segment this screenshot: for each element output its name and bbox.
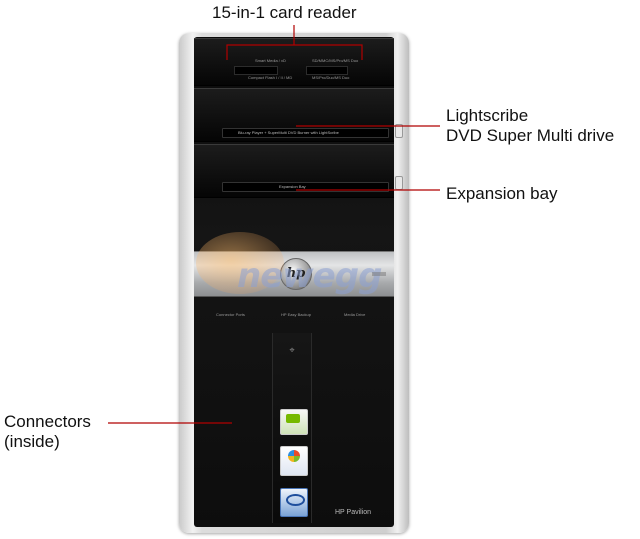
expansion-bay-callout: Expansion bay (446, 184, 558, 203)
connectors-callout: Connectors (inside) (4, 412, 91, 452)
dvd-drive-label: Blu-ray Player + SuperMulti DVD Burner w… (238, 130, 339, 135)
hp-logo: hp (280, 258, 312, 290)
lightscribe-callout-line1: Lightscribe (446, 106, 529, 125)
lightscribe-callout-line2: DVD Super Multi drive (446, 126, 615, 145)
connector-ports-label: Connector Ports (216, 312, 245, 317)
watermark-dash (372, 272, 386, 276)
lightscribe-callout: Lightscribe DVD Super Multi drive (446, 106, 614, 146)
intel-badge-icon (280, 488, 308, 517)
brand-label: HP Pavilion (335, 509, 372, 516)
card-reader-text-left: Smart Media / xD (255, 58, 286, 63)
card-slot-right (306, 66, 348, 75)
dvd-eject-button (395, 124, 403, 138)
connectors-callout-line2: (inside) (4, 432, 60, 451)
windows-badge-icon (280, 446, 308, 476)
card-reader-text-left-2: Compact Flash I / II / MD (248, 75, 293, 80)
media-drive-label: Media Drive (344, 312, 366, 317)
card-slot-left (234, 66, 278, 75)
nvidia-badge-icon (280, 409, 308, 435)
expansion-bay-label: Expansion Bay (279, 184, 306, 189)
card-reader-bracket (226, 44, 363, 60)
watermark-text: newegg (237, 256, 382, 296)
ir-receiver-icon: ⌖ (289, 345, 295, 355)
connectors-callout-line1: Connectors (4, 412, 91, 431)
easy-backup-label: HP Easy Backup (281, 312, 311, 317)
card-reader-text-right-2: MS/Pro/Duo/MS Duo (312, 75, 350, 80)
expansion-slot (222, 182, 389, 192)
hp-logo-text: hp (286, 266, 306, 281)
dvd-tray-slot (222, 128, 389, 138)
card-reader-callout: 15-in-1 card reader (212, 3, 357, 22)
watermark-blob (196, 232, 284, 294)
card-reader-text-right: SD/MMC/MS/Pro/MS Duo (312, 58, 359, 63)
